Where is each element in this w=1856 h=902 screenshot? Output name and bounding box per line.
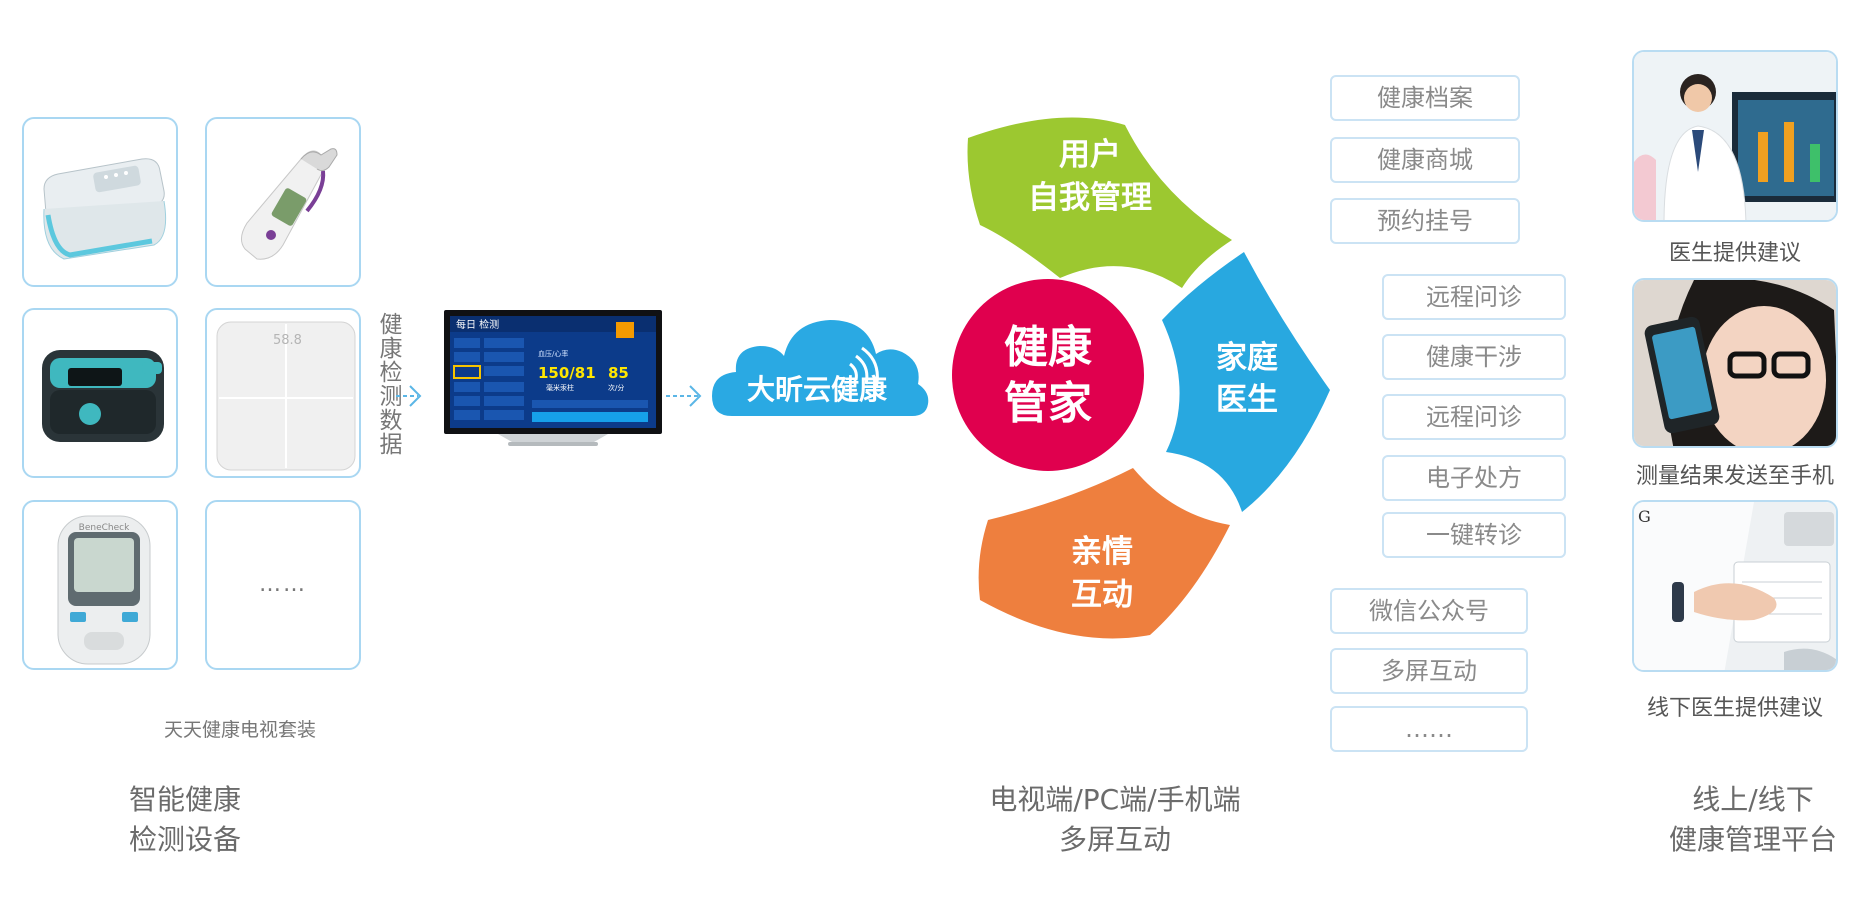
right-caption-line2: 健康管理平台 [1668,823,1837,856]
feature-remote-consultation: 远程问诊 [1382,274,1566,320]
right-bottom-caption: 线上/线下 健康管理平台 [1650,780,1856,860]
hub-line1: 健康 [1004,322,1092,373]
feature-one-click-referral: 一键转诊 [1382,512,1566,558]
feature-multi-screen: 多屏互动 [1330,648,1528,694]
feature-health-records: 健康档案 [1330,75,1520,121]
blood-pressure-monitor-icon [43,158,167,260]
health-data-label: 健康检测数据 [375,312,401,456]
photo1-caption: 医生提供建议 [1668,241,1801,266]
left-caption-line2: 检测设备 [128,823,241,856]
photo2-caption: 测量结果发送至手机 [1635,464,1834,489]
tv-hr-value: 85 [608,364,629,382]
feature-appointment: 预约挂号 [1330,198,1520,244]
photo-doctor-advice [1632,50,1838,222]
photo-offline-doctor: G [1632,500,1838,672]
device-tile-pulse-oximeter [22,308,178,478]
photo3-caption: 线下医生提供建议 [1646,696,1823,721]
petal-green-line2: 自我管理 [1028,180,1152,216]
device-tile-blood-pressure [22,117,178,287]
center-caption-line2: 多屏互动 [1058,823,1171,856]
feature-more: …… [1330,706,1528,752]
feature-remote-consultation-2: 远程问诊 [1382,394,1566,440]
tv-bp-unit: 毫米汞柱 [546,383,574,392]
right-caption-line1: 线上/线下 [1692,783,1814,816]
cloud-icon [712,320,929,416]
tv-bp-value: 150/81 [538,364,596,382]
petal-green-line1: 用户 [1059,137,1121,173]
left-caption-line1: 智能健康 [128,783,241,816]
petal-orange-line2: 互动 [1071,577,1133,613]
tv-header: 每日 检测 [456,318,499,331]
arrow-to-cloud-icon [666,385,702,407]
center-bottom-caption: 电视端/PC端/手机端 多屏互动 [960,780,1270,860]
feature-health-intervention: 健康干涉 [1382,334,1566,380]
petal-blue-line2: 医生 [1216,382,1278,418]
tv-screen: 每日 检测 血压/心率 150/81 85 毫米汞柱 次/分 [444,310,662,446]
device-tile-ear-thermometer [205,117,361,287]
tv-hr-unit: 次/分 [608,383,624,392]
petal-family-doctor [1162,252,1330,512]
hub-circle [952,279,1144,471]
device-tile-glucose-meter: BeneCheck [22,500,178,670]
hub-line2: 管家 [1004,378,1092,429]
ear-thermometer-icon [241,148,338,260]
petal-family-interaction [978,468,1230,639]
feature-health-mall: 健康商城 [1330,137,1520,183]
pulse-oximeter-icon [42,350,164,442]
health-butler-diagram: 用户 自我管理 家庭 医生 亲情 互动 健康 管家 [952,117,1330,639]
center-caption-line1: 电视端/PC端/手机端 [989,783,1241,816]
svg-text:G: G [1638,507,1651,526]
woman-with-phone-image [1634,280,1836,446]
doctor-with-chart-image [1634,52,1836,220]
meter-brand: BeneCheck [79,523,130,533]
arrow-to-tv-icon [396,385,422,407]
doctor-writing-image: G [1634,502,1836,670]
feature-e-prescription: 电子处方 [1382,455,1566,501]
feature-wechat-account: 微信公众号 [1330,588,1528,634]
body-scale-icon: 58.8 [216,321,356,471]
device-tile-body-scale: 58.8 [205,308,361,478]
petal-orange-line1: 亲情 [1071,534,1133,570]
left-bottom-caption: 智能健康 检测设备 [95,780,275,860]
photo-phone-results [1632,278,1838,448]
petal-blue-line1: 家庭 [1216,340,1278,376]
device-tile-more: …… [205,500,361,670]
cloud-label: 大昕云健康 [746,373,887,406]
tv-kit-caption: 天天健康电视套装 [163,719,316,741]
glucose-meter-icon: BeneCheck [57,515,151,665]
more-ellipsis: …… [259,572,307,597]
scale-display: 58.8 [273,333,302,348]
tv-col-head: 血压/心率 [538,349,568,358]
petal-user-self-management [967,117,1232,288]
